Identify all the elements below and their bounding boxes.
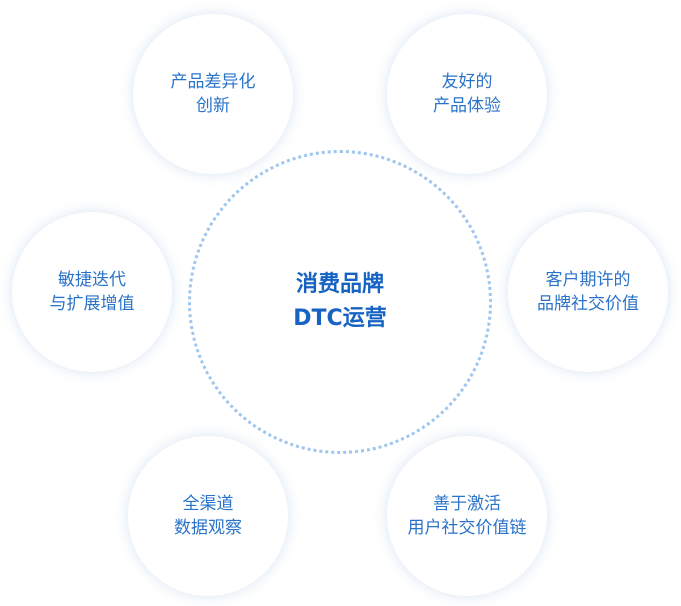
node-label-line-1: 善于激活: [433, 494, 501, 514]
node-label-line-2: 与扩展增值: [49, 294, 135, 314]
node-label-line-1: 敏捷迭代: [58, 270, 126, 290]
node-label: 善于激活 用户社交价值链: [408, 492, 527, 540]
node-label: 客户期许的 品牌社交价值: [537, 268, 639, 316]
node-label-line-2: 产品体验: [433, 96, 501, 116]
node-agile-iteration: 敏捷迭代 与扩展增值: [12, 212, 172, 372]
node-label-line-2: 创新: [196, 96, 230, 116]
node-label: 友好的 产品体验: [433, 70, 501, 118]
center-circle: 消费品牌 DTC运营: [188, 150, 492, 454]
center-title: 消费品牌 DTC运营: [293, 268, 386, 336]
node-product-differentiation: 产品差异化 创新: [133, 14, 293, 174]
node-brand-social-value: 客户期许的 品牌社交价值: [508, 212, 668, 372]
node-label: 敏捷迭代 与扩展增值: [50, 268, 135, 316]
node-label-line-1: 产品差异化: [170, 72, 256, 92]
node-label-line-2: 数据观察: [174, 518, 242, 538]
node-label-line-2: 品牌社交价值: [537, 294, 639, 314]
node-label-line-1: 友好的: [441, 72, 493, 92]
node-label-line-1: 全渠道: [182, 494, 234, 514]
center-title-line-2: DTC运营: [293, 306, 387, 331]
node-label: 产品差异化 创新: [171, 70, 256, 118]
node-product-experience: 友好的 产品体验: [387, 14, 547, 174]
node-label-line-1: 客户期许的: [545, 270, 631, 290]
node-user-social-chain: 善于激活 用户社交价值链: [387, 436, 547, 596]
center-title-line-1: 消费品牌: [295, 272, 384, 297]
node-omnichannel-data: 全渠道 数据观察: [128, 436, 288, 596]
node-label: 全渠道 数据观察: [174, 492, 242, 540]
node-label-line-2: 用户社交价值链: [407, 518, 527, 538]
